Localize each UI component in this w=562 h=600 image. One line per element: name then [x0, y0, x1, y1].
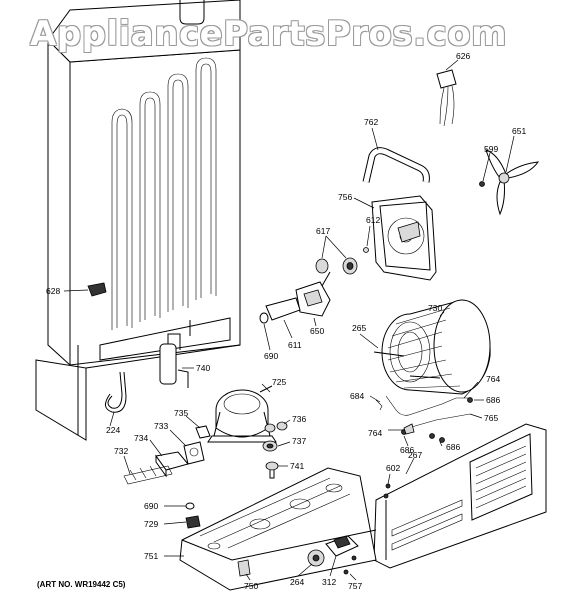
part-765-wire: [407, 413, 483, 429]
part-label-686-upper: 686: [486, 395, 501, 405]
part-762-tube: [362, 127, 430, 183]
part-label-736: 736: [292, 414, 307, 424]
part-label-690: 690: [264, 351, 279, 361]
part-737-grommet: [262, 440, 291, 452]
part-733-relay: [169, 429, 205, 465]
part-label-733: 733: [154, 421, 169, 431]
part-730-condenser-coil: [373, 299, 491, 395]
part-label-626: 626: [456, 51, 471, 61]
part-label-690-lower: 690: [144, 501, 159, 511]
part-734-cover: [149, 439, 189, 478]
part-label-741: 741: [290, 461, 305, 471]
part-label-224: 224: [106, 425, 121, 435]
part-650-fan-motor: [295, 271, 331, 327]
part-label-737: 737: [292, 436, 307, 446]
part-label-650: 650: [310, 326, 325, 336]
part-label-730: 730: [428, 303, 443, 313]
part-label-684: 684: [350, 391, 365, 401]
part-732-wire: [123, 455, 173, 485]
part-label-735: 735: [174, 408, 189, 418]
part-684-wire: [369, 395, 443, 416]
part-label-740: 740: [196, 363, 211, 373]
part-label-756: 756: [338, 192, 353, 202]
part-label-751: 751: [144, 551, 159, 561]
part-label-611: 611: [288, 340, 302, 350]
part-label-602: 602: [386, 463, 401, 473]
part-label-765: 765: [484, 413, 499, 423]
part-741-pin: [265, 461, 288, 479]
part-label-686-lower-right: 686: [446, 442, 461, 452]
part-label-762: 762: [364, 117, 379, 127]
part-764b-clip: [388, 423, 415, 435]
part-label-732: 732: [114, 446, 129, 456]
part-751-base-pan: [164, 467, 377, 591]
part-757-screws: [343, 555, 357, 581]
art-number: (ART NO. WR19442 C5): [37, 580, 126, 589]
part-602-screws: [383, 473, 391, 499]
part-label-599: 599: [484, 144, 499, 154]
part-label-612: 612: [366, 215, 381, 225]
part-label-764-upper: 764: [486, 374, 501, 384]
part-750-foot: [237, 559, 251, 581]
part-264-roller: [297, 549, 325, 577]
part-651-fan-blade: [479, 135, 540, 216]
part-label-750: 750: [244, 581, 259, 591]
part-224-tube: [105, 371, 127, 427]
part-764-clip: [441, 381, 479, 405]
part-label-686-lower-left: 686: [400, 445, 415, 455]
part-686-screws: [401, 397, 484, 447]
part-265-clip: [359, 333, 379, 349]
part-label-628: 628: [46, 286, 61, 296]
part-label-725: 725: [272, 377, 287, 387]
part-label-651: 651: [512, 126, 527, 136]
part-617-grommets: [315, 235, 358, 275]
part-label-264: 264: [290, 577, 305, 587]
part-736-grommet: [264, 419, 291, 433]
part-611-bracket: [265, 297, 301, 339]
part-label-729: 729: [144, 519, 159, 529]
part-725-compressor: [207, 383, 277, 443]
part-690-screw: [259, 312, 271, 351]
watermark: AppliancePartsPros.com: [30, 14, 508, 54]
part-label-734: 734: [134, 433, 149, 443]
part-label-312: 312: [322, 577, 337, 587]
part-312-bracket: [325, 535, 359, 577]
part-729-clip: [163, 515, 201, 529]
cabinet-back-panel: [35, 0, 241, 441]
part-628-clip: [63, 282, 107, 297]
part-label-764-lower: 764: [368, 428, 383, 438]
part-735-overload: [185, 415, 211, 439]
part-740-drier: [159, 333, 194, 388]
part-626-harness: [436, 59, 459, 127]
part-label-265: 265: [352, 323, 367, 333]
part-690b-screw: [164, 502, 195, 510]
part-label-267: 267: [408, 450, 423, 460]
part-label-757: 757: [348, 581, 363, 591]
part-756-fan-shroud: [353, 195, 437, 281]
part-612-screw: [363, 225, 371, 253]
part-label-617: 617: [316, 226, 331, 236]
